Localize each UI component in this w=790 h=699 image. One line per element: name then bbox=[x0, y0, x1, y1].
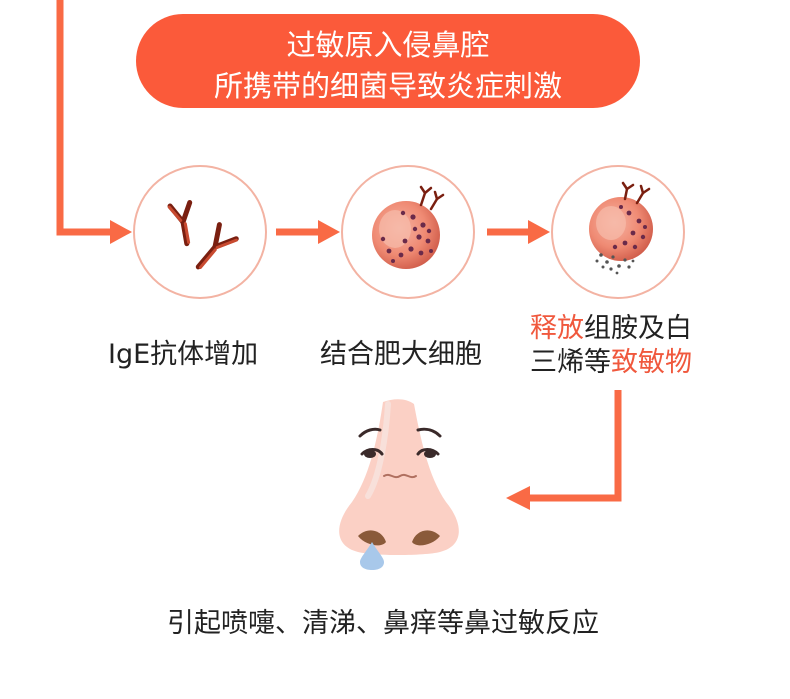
mast-cell-icon bbox=[372, 185, 445, 269]
release-text-2: 三烯等 bbox=[530, 347, 611, 378]
banner-line-2: 所携带的细菌导致炎症刺激 bbox=[213, 69, 562, 103]
runny-nose-icon bbox=[339, 399, 459, 570]
step-mastcell-label: 结合肥大细胞 bbox=[320, 339, 482, 370]
banner-line-1: 过敏原入侵鼻腔 bbox=[286, 28, 490, 62]
step-release-label: 释放组胺及白 三烯等致敏物 bbox=[530, 312, 692, 380]
antibody-icon bbox=[167, 200, 239, 270]
degranulating-cell-icon bbox=[589, 181, 653, 275]
allergen-highlight: 致敏物 bbox=[611, 347, 692, 378]
release-highlight: 释放 bbox=[530, 313, 584, 344]
banner-cause: 过敏原入侵鼻腔 所携带的细菌导致炎症刺激 bbox=[136, 14, 640, 108]
release-text-1: 组胺及白 bbox=[584, 313, 692, 344]
step-ige-circle bbox=[133, 165, 267, 299]
step-mastcell-circle bbox=[341, 165, 475, 299]
result-text: 引起喷嚏、清涕、鼻痒等鼻过敏反应 bbox=[167, 608, 599, 639]
step-ige-label: IgE抗体增加 bbox=[108, 339, 259, 370]
step-release-circle bbox=[551, 165, 685, 299]
